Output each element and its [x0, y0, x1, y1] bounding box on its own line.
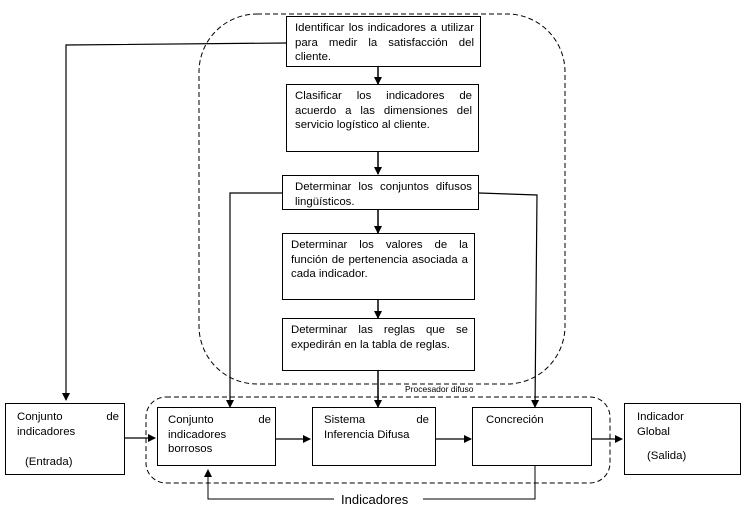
- feedback-label: Indicadores: [341, 492, 409, 507]
- step-rules-table: Determinar las reglas que se expedirán e…: [282, 318, 475, 371]
- feedback-loop-arrow: [204, 469, 334, 500]
- arrow-step3-fuzzyset: [226, 192, 282, 408]
- input-box: Conjunto de indicadores (Entrada): [5, 403, 125, 475]
- output-box: Indicador Global (Salida): [624, 403, 741, 475]
- arrow-step3-concretion: [478, 192, 540, 408]
- concretion-box: Concreción: [472, 407, 592, 466]
- input-tag: (Entrada): [25, 456, 73, 469]
- output-title: Indicador Global: [637, 411, 684, 438]
- step-classify-indicators: Clasificar los indicadores de acuerdo a …: [286, 84, 479, 152]
- output-tag: (Salida): [647, 450, 687, 463]
- feedback-loop-line: [423, 466, 536, 500]
- arrow-step1-input: [62, 42, 287, 401]
- processor-label: Procesador difuso: [405, 384, 474, 394]
- step-identify-indicators: Identificar los indicadores a utilizar p…: [286, 16, 481, 67]
- inference-system-box: Sistema de Inferencia Difusa: [312, 407, 436, 466]
- step-membership-values: Determinar los valores de la función de …: [282, 233, 475, 300]
- fuzzy-indicator-set-box: Conjunto de indicadores borrosos: [157, 407, 276, 466]
- input-title: Conjunto de indicadores: [17, 411, 119, 438]
- methodology-group-frame: [198, 13, 566, 385]
- step-linguistic-fuzzy-sets: Determinar los conjuntos difusos lingüís…: [282, 175, 479, 210]
